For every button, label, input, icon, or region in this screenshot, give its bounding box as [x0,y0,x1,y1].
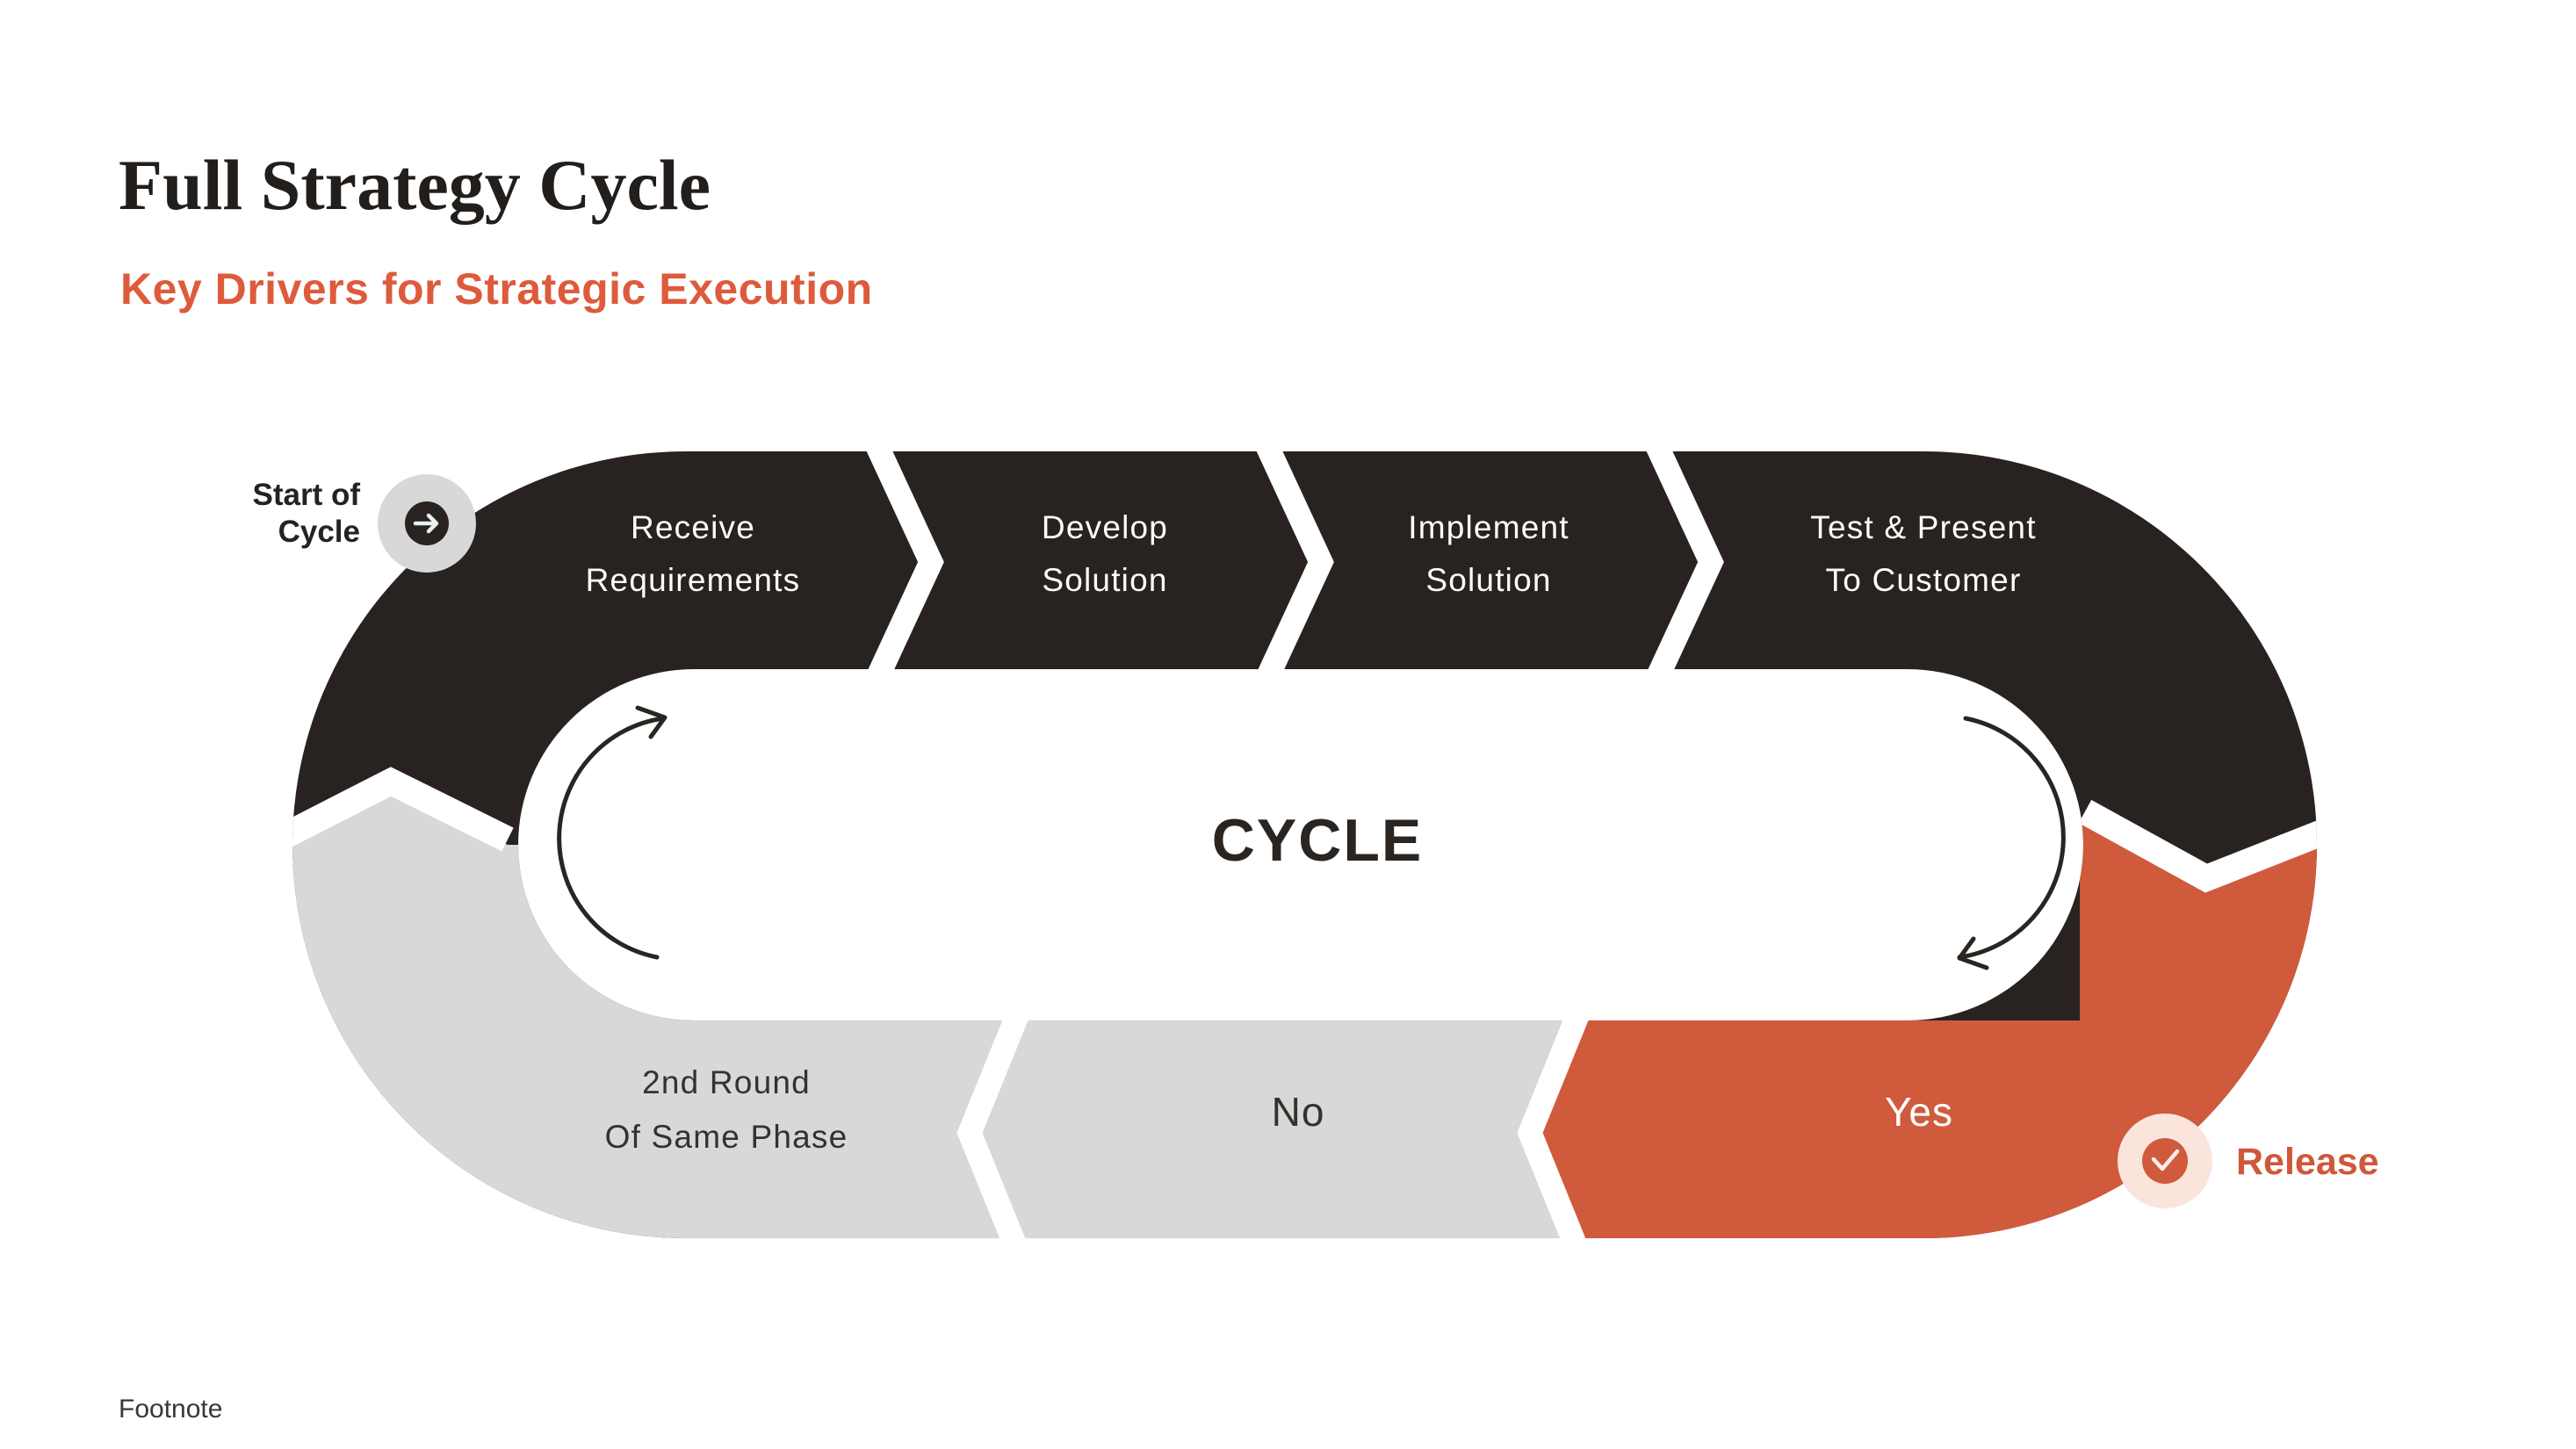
start-label-line2: Cycle [278,515,360,549]
step-label: Of Same Phase [605,1119,848,1155]
cycle-arc-right [1957,716,2066,960]
step-label: 2nd Round [642,1064,811,1100]
start-label-line1: Start of [253,478,361,512]
step-label: Receive [631,509,755,545]
cycle-arc-left [557,716,666,960]
inner-cycle-arrows [557,705,2066,970]
check-icon [2151,1149,2180,1171]
page-subtitle: Key Drivers for Strategic Execution [120,264,873,314]
step-label-yes: Yes [1885,1089,1953,1135]
step-label: Solution [1425,562,1551,598]
step-label: Test & Present [1810,509,2036,545]
release-badge: Release [2118,1114,2379,1208]
step-label: To Customer [1826,562,2022,598]
separator-top-2 [1253,451,1334,688]
footnote: Footnote [119,1395,223,1424]
separator-top-1 [863,451,944,688]
center-label: CYCLE [1212,807,1423,874]
ring-orange-band [1539,817,2317,1238]
step-label: Solution [1042,562,1167,598]
joint-left-chevron [292,767,514,852]
arrow-right-icon [413,513,439,534]
step-label: Develop [1042,509,1168,545]
separator-bottom-2 [1517,1006,1591,1238]
top-step-labels: Receive Requirements Develop Solution Im… [586,509,2036,598]
step-label: Implement [1408,509,1569,545]
bottom-step-labels: 2nd Round Of Same Phase No Yes [605,1064,1953,1155]
cycle-arrowhead-left [635,705,667,739]
separator-top-3 [1643,451,1724,688]
joint-right-chevron [2078,799,2317,893]
release-badge-inner-circle [2142,1138,2188,1184]
page-title: Full Strategy Cycle [119,145,711,225]
separator-bottom-1 [956,1006,1030,1238]
cycle-arrowhead-right [1957,936,1989,970]
release-label: Release [2236,1141,2379,1183]
start-of-cycle-badge: Start of Cycle [253,474,476,573]
step-label-no: No [1272,1089,1325,1135]
step-label: Requirements [586,562,801,598]
